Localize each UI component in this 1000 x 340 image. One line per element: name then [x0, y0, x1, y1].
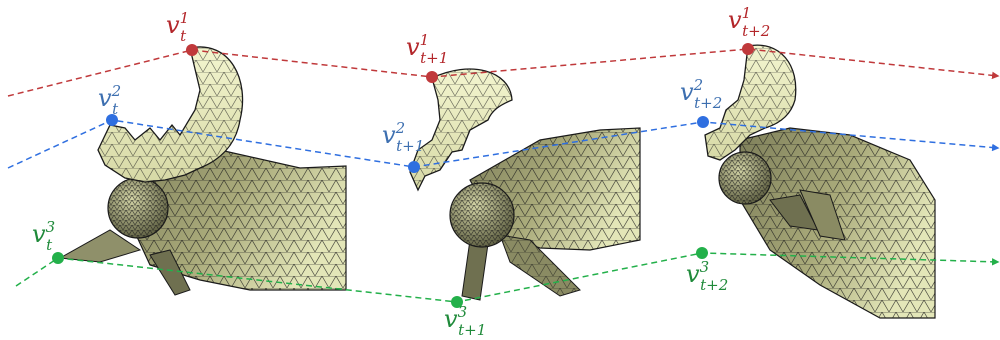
vertex-v1-t: [186, 44, 198, 56]
vertex-v2-t-plus-1: [408, 161, 420, 173]
vertex-v2-t-plus-2: [697, 116, 709, 128]
vertex-v1-t-plus-2: [742, 43, 754, 55]
moose-mesh-frame-t-plus-1: [410, 69, 640, 300]
moose-mesh-frame-t-plus-2: [705, 45, 935, 318]
vertex-v3-t: [52, 252, 64, 264]
vertex-v1-t-plus-1: [426, 71, 438, 83]
